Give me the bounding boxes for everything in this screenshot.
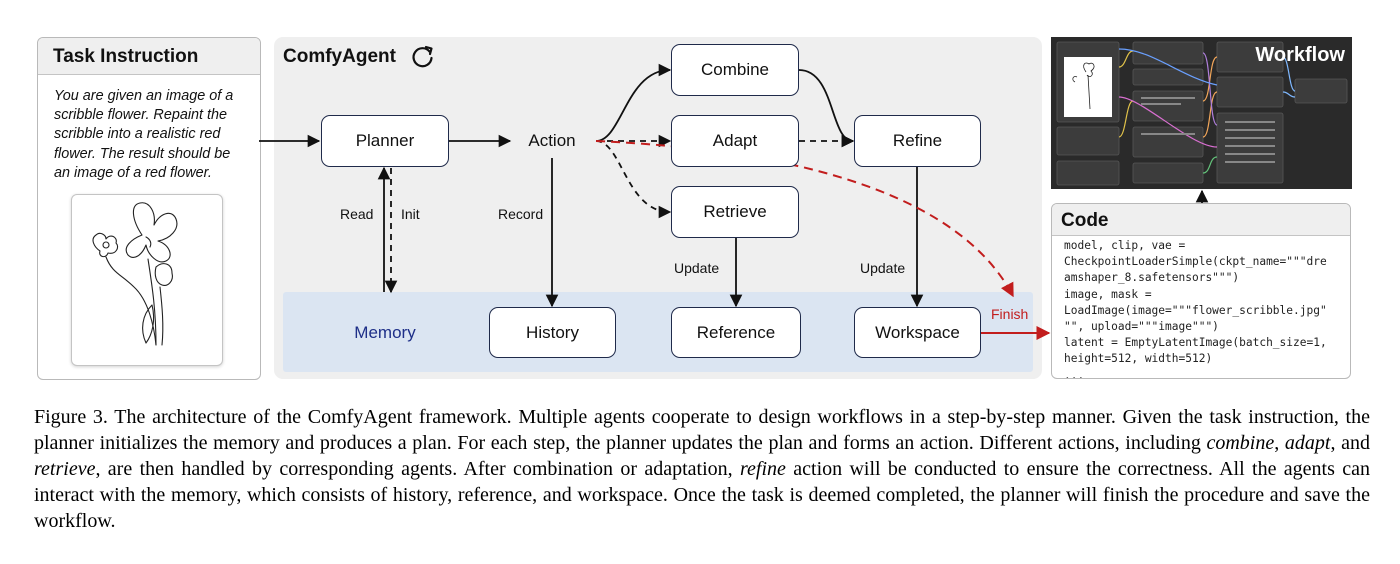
init-label: Init [401,206,420,222]
task-instruction-title: Task Instruction [38,38,260,75]
scribble-flower-image [71,194,223,366]
code-line: height=512, width=512) [1064,352,1213,366]
code-line: model, clip, vae = [1064,239,1186,252]
arrow-action-to-combine [595,63,672,142]
workflow-title: Workflow [1255,44,1345,66]
arrow-action-to-retrieve [595,140,672,219]
arrow-combine-to-refine [798,69,855,148]
update-reference-label: Update [674,260,720,276]
workflow-node-graph [1056,41,1348,186]
caption-text: Figure 3. The architecture of the ComfyA… [34,406,1370,454]
caption-text: , [1274,432,1285,454]
history-node: History [489,307,616,358]
code-line: amshaper_8.safetensors""") [1064,271,1240,285]
code-panel: Code model, clip, vae = CheckpointLoader… [1051,203,1351,379]
task-instruction-text: You are given an image of a scribble flo… [54,88,234,181]
retrieve-node: Retrieve [671,186,799,238]
finish-label: Finish [991,306,1029,322]
action-node: Action [528,131,576,150]
update-workspace-label: Update [860,260,906,276]
caption-combine: combine [1206,432,1275,454]
combine-node: Combine [671,44,799,96]
memory-label: Memory [354,323,416,342]
workspace-node: Workspace [854,307,981,358]
code-title: Code [1052,204,1350,236]
record-label: Record [498,206,544,222]
workflow-screenshot: Workflow [1051,37,1352,189]
adapt-node: Adapt [671,115,799,167]
caption-refine: refine [739,458,786,480]
planner-node: Planner [321,115,449,167]
figure-caption: Figure 3. The architecture of the ComfyA… [34,404,1370,534]
caption-text: , and [1330,432,1370,454]
task-instruction-panel: Task Instruction You are given an image … [37,37,261,380]
refresh-icon [412,45,433,68]
code-line: CheckpointLoaderSimple(ckpt_name="""dre [1064,255,1327,269]
scribble-flower-drawing [92,202,178,346]
read-label: Read [340,206,374,222]
code-line: LoadImage(image="""flower_scribble.jpg" [1064,303,1327,317]
code-block: model, clip, vae = CheckpointLoaderSimpl… [1052,236,1350,379]
caption-text: , are then handled by corresponding agen… [95,458,740,480]
code-line: "", upload="""image""") [1064,320,1219,334]
refine-node: Refine [854,115,981,167]
caption-adapt: adapt [1284,432,1331,454]
caption-text: action will be conducted to ensure the c… [34,458,1370,532]
code-line: image, mask = [1064,287,1152,301]
code-line: ... [1064,368,1085,379]
reference-node: Reference [671,307,801,358]
comfyagent-title: ComfyAgent [283,46,396,67]
code-line: latent = EmptyLatentImage(batch_size=1, [1064,336,1327,350]
caption-retrieve: retrieve [34,458,96,480]
